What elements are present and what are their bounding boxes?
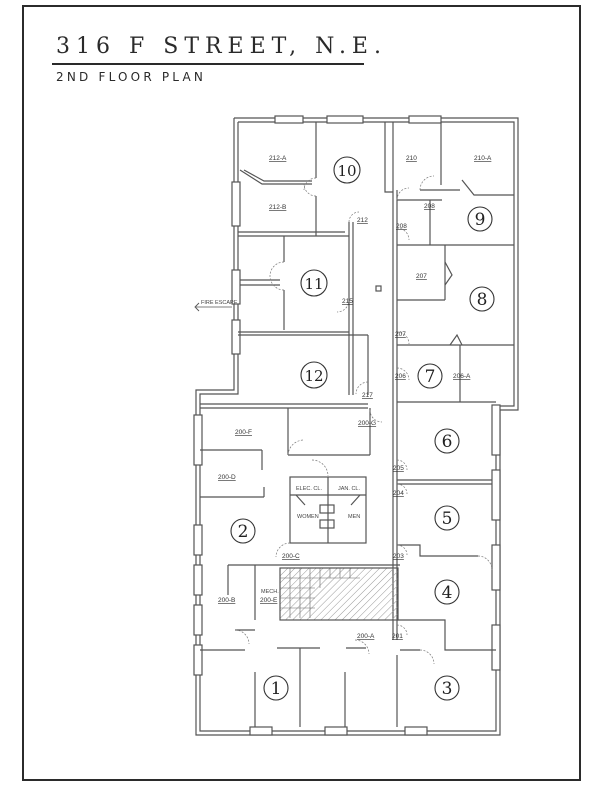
suite-8-badge	[469, 286, 495, 312]
room-206-label: 206	[395, 373, 406, 380]
room-212b-label: 212-B	[269, 204, 286, 211]
suite-7-number: 7	[425, 367, 436, 387]
room-207-door-label: 207	[395, 331, 406, 338]
suite-6-number: 6	[442, 432, 453, 452]
room-215-label: 215	[342, 298, 353, 305]
suite-9-number: 9	[475, 210, 486, 230]
suite-5-number: 5	[442, 509, 453, 529]
women-restroom-label: WOMEN	[297, 514, 319, 520]
page-border	[22, 5, 581, 781]
elec-closet-label: ELEC. CL.	[296, 486, 322, 492]
suite-10-number: 10	[337, 162, 356, 180]
suite-7-badge	[417, 363, 443, 389]
jan-closet-label: JAN. CL.	[338, 486, 360, 492]
suite-11-number: 11	[304, 275, 323, 293]
walls	[193, 115, 519, 736]
room-200g-label: 200-G	[358, 420, 376, 427]
room-212-label: 212	[357, 217, 368, 224]
room-203-label: 203	[393, 553, 404, 560]
room-210-label: 210	[406, 155, 417, 162]
room-200d-label: 200-D	[218, 474, 236, 481]
room-217-label: 217	[362, 392, 373, 399]
room-205-label: 205	[393, 465, 404, 472]
suite-12-number: 12	[304, 367, 323, 385]
room-208-label: 208	[424, 203, 435, 210]
room-200a-label: 200-A	[357, 633, 375, 640]
suite-10-badge	[333, 156, 361, 184]
room-208-corridor-label: 208	[396, 223, 407, 230]
suite-1-badge	[263, 675, 289, 701]
suite-1-number: 1	[271, 679, 282, 699]
room-210a-label: 210-A	[474, 155, 492, 162]
suite-2-number: 2	[238, 522, 249, 542]
page-subtitle: 2ND FLOOR PLAN	[56, 70, 207, 84]
room-212a-label: 212-A	[269, 155, 287, 162]
room-204-label: 204	[393, 490, 404, 497]
fire-escape-label: FIRE ESCAPE	[201, 300, 238, 306]
door-swings	[234, 175, 493, 665]
page-title: 316 F STREET, N.E.	[56, 34, 387, 59]
suite-3-badge	[434, 675, 460, 701]
room-200e-label: 200-E	[260, 597, 278, 604]
suite-11-badge	[300, 269, 328, 297]
room-207-label: 207	[416, 273, 427, 280]
suite-4-badge	[434, 579, 460, 605]
suite-3-number: 3	[442, 679, 453, 699]
title-underline	[52, 63, 364, 65]
room-206a-label: 206-A	[453, 373, 471, 380]
fire-escape-arrow-icon	[194, 302, 232, 312]
suite-8-number: 8	[477, 290, 488, 310]
men-restroom-label: MEN	[348, 514, 360, 520]
suite-2-badge	[230, 518, 256, 544]
suite-12-badge	[300, 361, 328, 389]
suite-9-badge	[467, 206, 493, 232]
room-200c-label: 200-C	[282, 553, 300, 560]
room-201-label: 201	[392, 633, 403, 640]
room-200b-label: 200-B	[218, 597, 235, 604]
suite-6-badge	[434, 428, 460, 454]
suite-4-number: 4	[442, 583, 453, 603]
suite-5-badge	[434, 505, 460, 531]
mech-label: MECH.	[261, 589, 279, 595]
room-200f-label: 200-F	[235, 429, 252, 436]
